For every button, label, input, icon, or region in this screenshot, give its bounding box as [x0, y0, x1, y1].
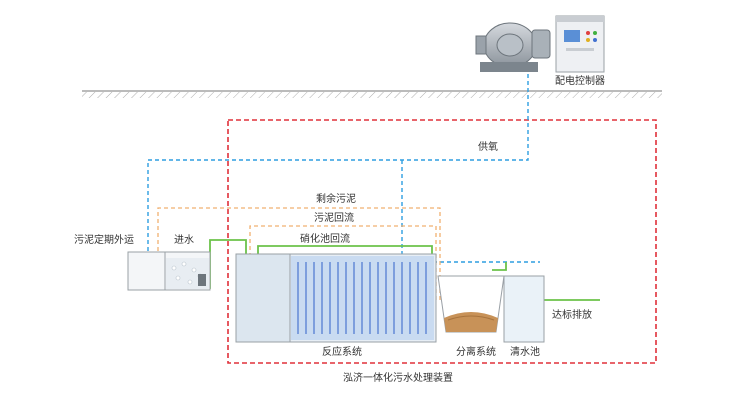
reaction-tank [235, 253, 437, 343]
sludge-return-label: 污泥回流 [314, 211, 354, 224]
discharge-label: 达标排放 [552, 308, 592, 321]
blower-icon [475, 22, 551, 72]
separation-system-label: 分离系统 [456, 345, 496, 358]
excess-sludge-label: 剩余污泥 [316, 192, 356, 205]
separation-tank [437, 275, 505, 333]
clear-water-tank [503, 275, 545, 343]
device-title: 泓济一体化污水处理装置 [343, 371, 453, 384]
ground-line [82, 90, 662, 98]
control-cabinet-label: 配电控制器 [555, 74, 605, 87]
device-boundary [227, 119, 657, 364]
nitrification-return-label: 硝化池回流 [300, 232, 350, 245]
water-inlet-label: 进水 [174, 234, 194, 246]
inlet-tank [127, 251, 211, 291]
control-cabinet-icon [555, 15, 605, 73]
reaction-system-label: 反应系统 [322, 345, 362, 358]
clear-water-tank-label: 清水池 [510, 345, 540, 358]
sludge-transport-label: 污泥定期外运 [74, 233, 134, 246]
oxygen-supply-label: 供氧 [478, 140, 498, 153]
